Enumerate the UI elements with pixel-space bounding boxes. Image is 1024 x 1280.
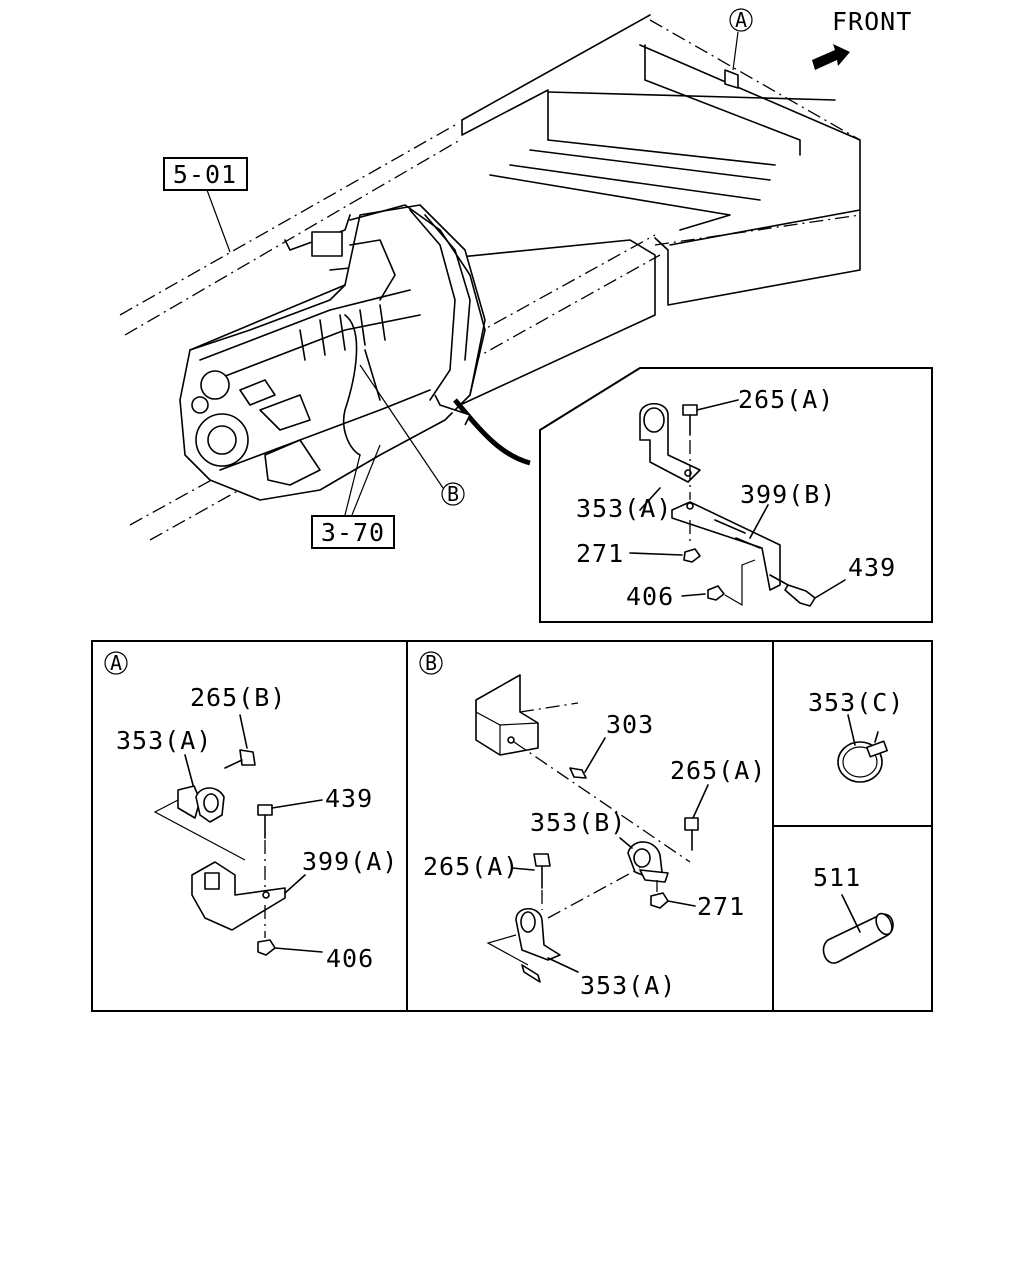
- callout-a-top: A: [729, 8, 753, 32]
- ref-box-3-70: 3-70: [311, 515, 395, 549]
- panel-d: [822, 894, 894, 964]
- label-265a-left-panel-b: 265(A): [423, 852, 519, 881]
- label-439-panel-a: 439: [325, 784, 373, 813]
- label-265b-panel-a: 265(B): [190, 683, 286, 712]
- callout-b-top-label: B: [447, 482, 459, 506]
- label-353a-panel-b: 353(A): [580, 971, 676, 1000]
- callout-b-top: B: [441, 482, 465, 506]
- ref-3-70: 3-70: [321, 518, 385, 547]
- label-399a-panel-a: 399(A): [302, 847, 398, 876]
- panel-a: A: [104, 651, 323, 956]
- label-406-inset: 406: [626, 582, 674, 611]
- label-399b-inset: 399(B): [740, 480, 836, 509]
- label-511: 511: [813, 863, 861, 892]
- label-353c: 353(C): [808, 688, 904, 717]
- detail-panels-frame: [91, 640, 933, 1012]
- label-271-inset: 271: [576, 539, 624, 568]
- panel-c: [837, 714, 888, 783]
- label-303-panel-b: 303: [606, 710, 654, 739]
- panel-b-title: B: [425, 651, 437, 675]
- front-label: FRONT: [832, 7, 912, 36]
- label-353b-panel-b: 353(B): [530, 808, 626, 837]
- label-353a-panel-a: 353(A): [116, 726, 212, 755]
- label-406-panel-a: 406: [326, 944, 374, 973]
- label-271-panel-b: 271: [697, 892, 745, 921]
- panel-b: B: [419, 651, 709, 983]
- label-353a-inset: 353(A): [576, 494, 672, 523]
- front-arrow-icon: [812, 44, 850, 70]
- label-265a-inset: 265(A): [738, 385, 834, 414]
- main-inset: [539, 367, 933, 623]
- callout-a-top-label: A: [735, 8, 747, 32]
- label-265a-right-panel-b: 265(A): [670, 756, 766, 785]
- ref-5-01: 5-01: [173, 160, 237, 189]
- label-439-inset: 439: [848, 553, 896, 582]
- ref-box-5-01: 5-01: [163, 157, 248, 253]
- transmission: [179, 204, 531, 516]
- panel-a-title: A: [110, 651, 122, 675]
